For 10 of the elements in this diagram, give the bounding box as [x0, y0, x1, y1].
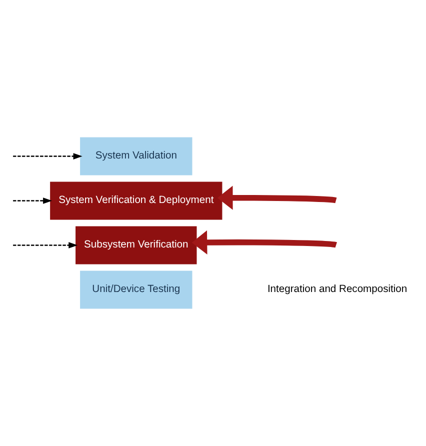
arrow — [192, 230, 337, 255]
label: Integration and Recomposition — [267, 284, 408, 296]
arrow — [13, 153, 82, 160]
node-box: Unit/Device Testing — [80, 270, 192, 309]
arrow — [13, 198, 52, 204]
node-box: Subsystem Verification — [76, 226, 197, 264]
node-box: System Verification & Deployment — [50, 182, 222, 220]
arrow — [217, 186, 336, 210]
arrow — [13, 242, 78, 248]
node-box: System Validation — [80, 137, 192, 176]
